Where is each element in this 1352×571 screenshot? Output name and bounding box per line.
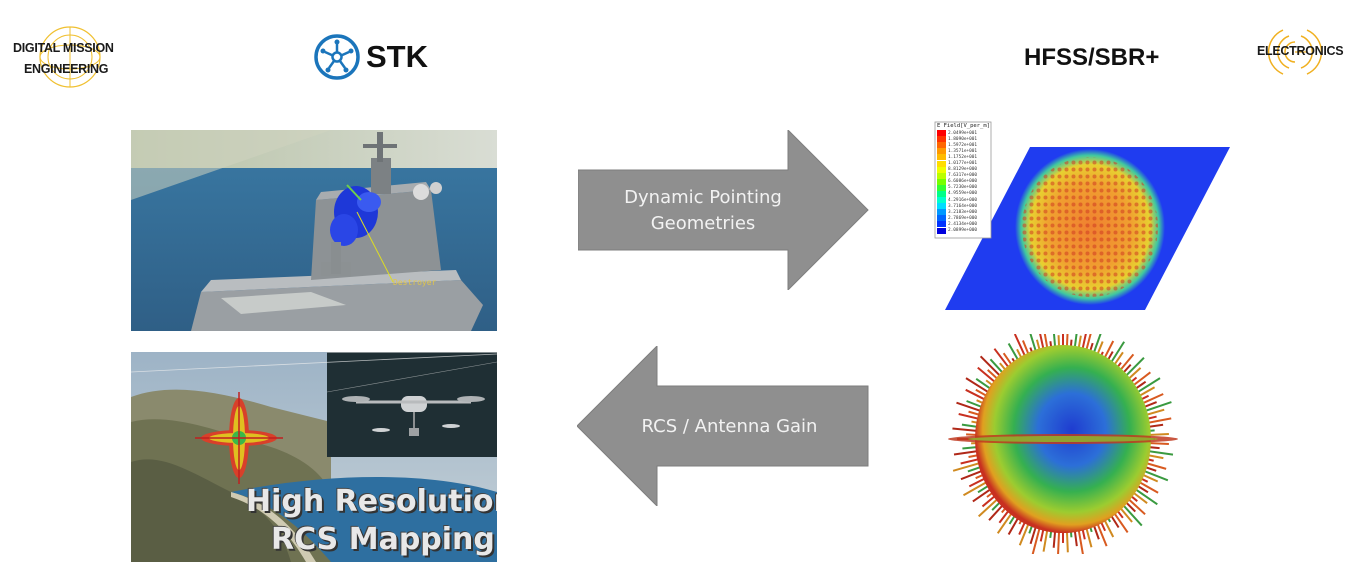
ship-scene-graphic xyxy=(131,130,497,331)
forward-arrow-shape xyxy=(578,130,869,290)
efield-legend-swatch xyxy=(937,148,946,155)
efield-legend-entry: 1.0177e+001 xyxy=(937,160,991,167)
efield-legend-entry: 3.7164e+000 xyxy=(937,203,991,210)
efield-legend-entry: 1.1752e+001 xyxy=(937,154,991,161)
dme-logo-rings-icon xyxy=(39,26,101,88)
stk-label: STK xyxy=(366,39,428,74)
efield-legend-value: 1.0177e+001 xyxy=(948,161,978,167)
efield-legend-value: 5.7230e+000 xyxy=(948,185,978,191)
efield-legend-value: 7.6317e+000 xyxy=(948,173,978,179)
efield-legend-swatch xyxy=(937,166,946,173)
efield-legend-entry: 1.5972e+001 xyxy=(937,142,991,149)
efield-legend-value: 3.2183e+000 xyxy=(948,209,978,215)
efield-legend-entry: 2.0499e+001 xyxy=(937,130,991,137)
rcs-title-line1: High Resolution xyxy=(246,484,497,519)
digital-mission-engineering-logo: DIGITAL MISSION ENGINEERING xyxy=(10,26,135,88)
efield-legend-swatch xyxy=(937,178,946,185)
efield-legend-entry: 2.0899e+000 xyxy=(937,227,991,234)
ship-tag-label: Destroyer xyxy=(393,278,437,287)
efield-legend-entry: 1.3571e+001 xyxy=(937,148,991,155)
hfss-sbr-title: HFSS/SBR+ xyxy=(1024,44,1160,71)
efield-array-graphic xyxy=(934,121,1230,310)
efield-legend-value: 1.3571e+001 xyxy=(948,148,978,154)
efield-legend-swatch xyxy=(937,184,946,191)
efield-legend-entry: 3.2183e+000 xyxy=(937,209,991,216)
electronics-logo-waves-icon xyxy=(1267,29,1323,75)
rcs-title-line2: RCS Mapping xyxy=(271,522,495,557)
efield-legend-entry: 8.8129e+000 xyxy=(937,166,991,173)
efield-legend-swatch xyxy=(937,136,946,143)
efield-legend-swatch xyxy=(937,172,946,179)
efield-legend-entry: 5.7230e+000 xyxy=(937,184,991,191)
efield-legend-swatch xyxy=(937,227,946,234)
efield-legend-entry: 2.7869e+000 xyxy=(937,215,991,222)
efield-legend-swatch xyxy=(937,190,946,197)
stk-network-icon xyxy=(314,34,360,80)
forward-arrow-line2: Geometries xyxy=(650,213,756,234)
efield-legend-swatch xyxy=(937,209,946,216)
efield-legend-swatch xyxy=(937,154,946,161)
efield-legend-swatch xyxy=(937,160,946,167)
efield-legend-value: 1.5972e+001 xyxy=(948,142,978,148)
efield-legend-value: 8.8129e+000 xyxy=(948,167,978,173)
stk-logo: STK xyxy=(313,33,433,81)
efield-legend-swatch xyxy=(937,215,946,222)
rcs-3d-pattern-graphic xyxy=(948,334,1178,554)
efield-legend-value: 3.7164e+000 xyxy=(948,203,978,209)
efield-legend-entry: 4.2916e+000 xyxy=(937,197,991,204)
efield-legend-swatch xyxy=(937,203,946,210)
efield-legend-value: 2.0499e+001 xyxy=(948,130,978,136)
stk-ship-scene-image: Destroyer xyxy=(131,130,497,331)
dme-logo-line1: DIGITAL MISSION xyxy=(13,41,114,55)
efield-legend-entry: 4.9559e+000 xyxy=(937,190,991,197)
efield-legend-value: 1.1752e+001 xyxy=(948,154,978,160)
backward-arrow-shape xyxy=(577,346,869,506)
rcs-mapping-scene-image: High Resolution RCS Mapping xyxy=(131,352,497,562)
efield-legend-value: 2.7869e+000 xyxy=(948,215,978,221)
efield-legend-entry: 6.6086e+000 xyxy=(937,178,991,185)
electronics-logo: ELECTRONICS xyxy=(1255,22,1347,82)
efield-legend-swatch xyxy=(937,197,946,204)
rcs-mapping-graphic xyxy=(131,352,497,562)
forward-arrow-line1: Dynamic Pointing xyxy=(624,187,782,208)
efield-legend-swatch xyxy=(937,130,946,137)
efield-legend-value: 4.2916e+000 xyxy=(948,197,978,203)
efield-legend-swatch xyxy=(937,221,946,228)
efield-legend-value: 4.9559e+000 xyxy=(948,191,978,197)
electronics-logo-label: ELECTRONICS xyxy=(1257,44,1344,58)
backward-arrow: RCS / Antenna Gain xyxy=(577,346,869,506)
efield-legend-entry: 1.8090e+001 xyxy=(937,136,991,143)
efield-legend-swatch xyxy=(937,142,946,149)
efield-legend-value: 2.0899e+000 xyxy=(948,228,978,234)
efield-legend-entry: 2.4134e+000 xyxy=(937,221,991,228)
rcs-3d-pattern-image xyxy=(945,334,1185,554)
efield-legend-title: E Field[V_per_m] xyxy=(937,123,990,129)
forward-arrow: Dynamic Pointing Geometries xyxy=(578,130,870,290)
dme-logo-line2: ENGINEERING xyxy=(24,62,109,76)
efield-legend-value: 2.4134e+000 xyxy=(948,221,978,227)
backward-arrow-label: RCS / Antenna Gain xyxy=(641,416,818,437)
efield-legend-value: 6.6086e+000 xyxy=(948,179,978,185)
efield-legend-value: 1.8090e+001 xyxy=(948,136,978,142)
efield-legend-entry: 7.6317e+000 xyxy=(937,172,991,179)
